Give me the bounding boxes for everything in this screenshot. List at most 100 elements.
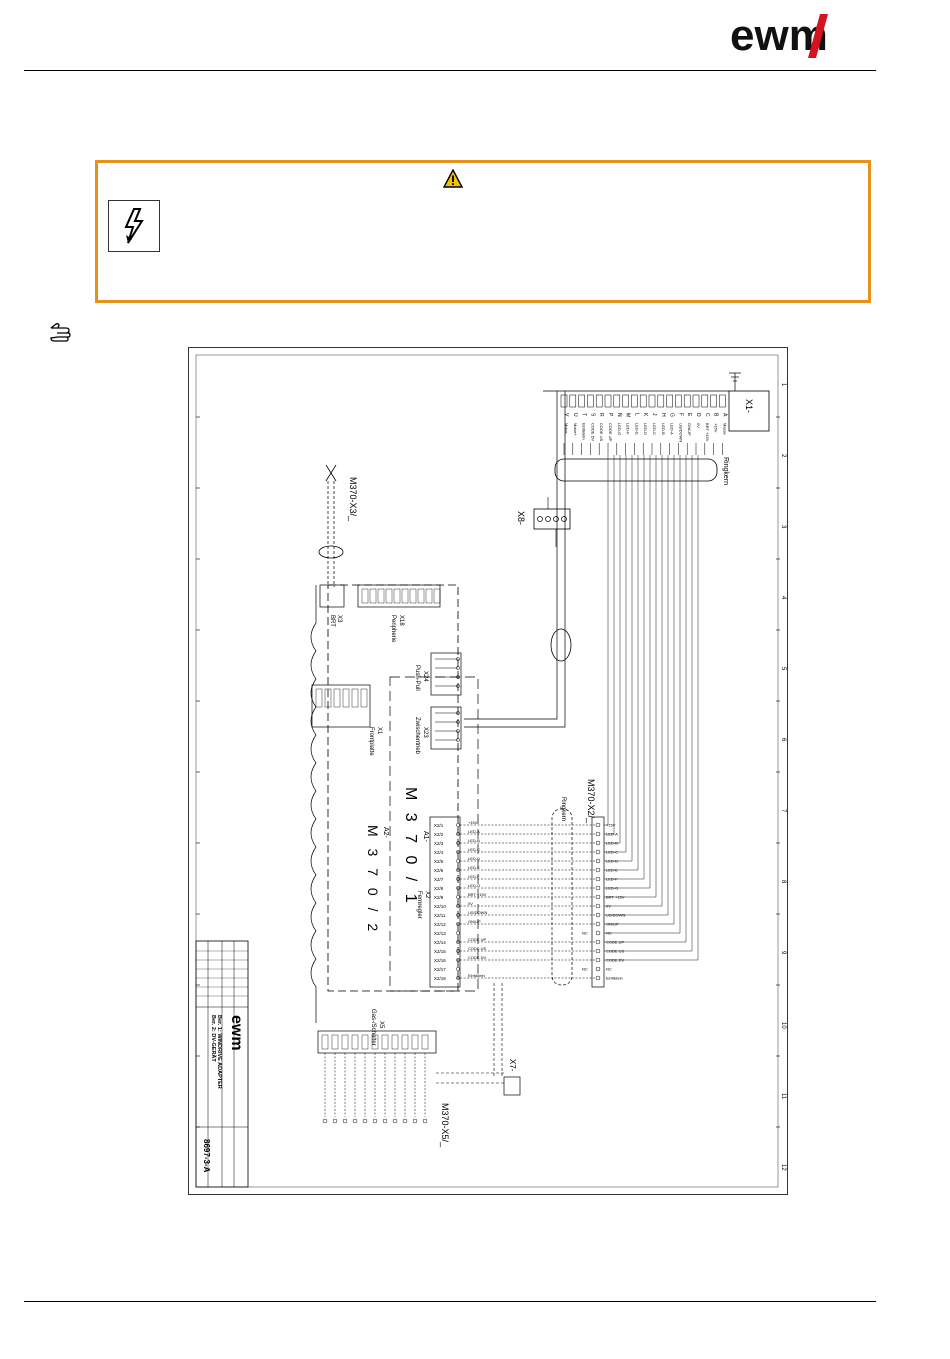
x1-label: X1-	[744, 399, 754, 413]
x3-twisted-pair: M370-X3/_	[318, 464, 358, 587]
x1-pin-signal: LED-E	[634, 423, 639, 435]
x8-label: X8-	[516, 511, 526, 525]
x2-wire-label: CODE US	[468, 946, 487, 951]
x1-pin-signal: LED-A	[670, 423, 675, 435]
x2-pin-label: X2/6	[434, 868, 444, 873]
x3-ext-label: M370-X3/_	[348, 477, 358, 522]
svg-text:Peripherie: Peripherie	[390, 615, 396, 643]
svg-text:X7-: X7-	[508, 1059, 517, 1072]
x1-pin-signal: Motor-	[564, 423, 569, 435]
x1-pin-signal: ON/UP	[687, 423, 692, 436]
x2-ext-signal: Einfädeln	[606, 976, 623, 981]
x1-pin-signal: Masse	[722, 423, 727, 436]
x1-pin-signal: LED-B	[661, 423, 666, 435]
x1-front-block: X1 Frontplatte	[311, 684, 382, 756]
svg-text:Fernregler: Fernregler	[416, 891, 422, 919]
ruler-number: 8	[780, 880, 786, 884]
x1-pin-letter: S	[589, 413, 595, 417]
ruler-number: 12	[780, 1164, 786, 1171]
x1-pin-signal: US/DOWN	[678, 423, 683, 442]
svg-text:Frontplatte: Frontplatte	[368, 727, 374, 756]
x2-pin-label: X2/10	[434, 904, 446, 909]
x2-wire-label: +15V	[468, 820, 478, 825]
x1-pin-letter: T	[581, 413, 587, 416]
x1-pin-letter: R	[598, 413, 604, 417]
warning-box	[95, 160, 871, 303]
x1-pin-letter: A	[721, 413, 727, 417]
x1-pin-signal: 0V	[696, 423, 701, 428]
x1-pin-letter: F	[677, 413, 683, 416]
ringkern-top	[554, 458, 718, 482]
x1-pin-letter: G	[669, 413, 675, 417]
svg-text:X1: X1	[376, 727, 382, 735]
x7-connector: X7-	[436, 983, 521, 1096]
x1-pin-signal: Einfädeln	[582, 423, 587, 440]
x2-wire-label: LED-B	[468, 838, 480, 843]
svg-text:X24: X24	[422, 671, 428, 682]
pointing-hand-icon	[48, 321, 78, 343]
x2-pin-label: X2/1	[434, 823, 444, 828]
svg-text:Gas-/Schalter: Gas-/Schalter	[370, 1009, 376, 1046]
x2-pin-label: X2/17	[434, 967, 446, 972]
x2-pin-label: X2/8	[434, 886, 444, 891]
drawing-number: 8697-3-A	[202, 1139, 211, 1173]
x24-block: X24 Push-Pull	[414, 652, 462, 696]
ruler-number: 6	[780, 738, 786, 742]
x1-pin-letter: N	[616, 413, 622, 417]
x1-pin-letter: L	[633, 413, 639, 416]
x2-wire-label: CODE DV	[468, 955, 487, 960]
a1-name: M 3 7 0 / 1	[402, 787, 419, 907]
svg-text:BRT: BRT	[329, 615, 335, 627]
x2-pin-label: X2/5	[434, 859, 444, 864]
x1-pin-letter: V	[563, 413, 569, 417]
x2-wire-label: LED-G	[468, 883, 480, 888]
x1-pin-letter: E	[686, 413, 692, 417]
x2-pin-label: X2/13	[434, 931, 446, 936]
x1-pin-signal: CODE US	[599, 423, 604, 442]
title-brand: ewm	[228, 1015, 245, 1051]
x2-ext-signal: NC	[606, 967, 612, 972]
x2-wire-label: LED-C	[468, 847, 480, 852]
x1-pin-signal: BRT +15V	[705, 423, 710, 442]
x2-pin-label: X2/4	[434, 850, 444, 855]
ruler-number: 9	[780, 951, 786, 955]
x2-nc-label: NC	[582, 931, 588, 936]
x1-pin-letter: M	[625, 413, 631, 417]
ringkern-top-label: Ringkern	[722, 457, 729, 485]
x2-pin-label: X2/7	[434, 877, 444, 882]
x2-wire-label: LED-A	[468, 829, 480, 834]
x1-pin-signal: Motor+	[573, 423, 578, 436]
x2-pin-label: X2/18	[434, 976, 446, 981]
ruler-number: 2	[780, 454, 786, 458]
ruler-number: 1	[780, 383, 786, 387]
a1-label: A1-	[422, 831, 429, 843]
ruler-number: 3	[780, 525, 786, 529]
x1-pin-signal: CODE UP	[608, 423, 613, 442]
svg-text:X18: X18	[398, 615, 404, 626]
a2-label: A2-	[382, 827, 389, 839]
svg-text:Push-Pull: Push-Pull	[414, 665, 420, 691]
x23-block: X23 Zwischentrieb	[414, 706, 462, 755]
x1-pin-letter: B	[713, 413, 719, 417]
x2-pin-label: X2/9	[434, 895, 444, 900]
x2-pin-label: X2/12	[434, 922, 446, 927]
svg-text:Ringkern: Ringkern	[560, 797, 566, 821]
ruler-number: 11	[780, 1093, 786, 1100]
x2-pin-label: X2/3	[434, 841, 444, 846]
svg-text:X23: X23	[422, 727, 428, 738]
x2-wire-label: BRT +15V	[468, 892, 487, 897]
x2-pin-label: X2/2	[434, 832, 444, 837]
x1-connector: X1-	[543, 372, 770, 432]
svg-text:Zwischentrieb: Zwischentrieb	[414, 717, 420, 755]
a2-name: M 3 7 0 / 2	[365, 825, 381, 935]
x2-wire-label: LED-D	[468, 856, 480, 861]
x8-connector: X8-	[516, 497, 571, 547]
x2-nc-label: NC	[582, 967, 588, 972]
title-line2: Ber. 2: DV-GERÄT	[210, 1015, 217, 1062]
x1-pin-letter: D	[695, 413, 701, 417]
x1-pin-letter: H	[660, 413, 666, 417]
x2-block: X2/1X2/2X2/3X2/4X2/5X2/6X2/7X2/8X2/9X2/1…	[416, 816, 461, 988]
x2-pin-label: X2/11	[434, 913, 446, 918]
